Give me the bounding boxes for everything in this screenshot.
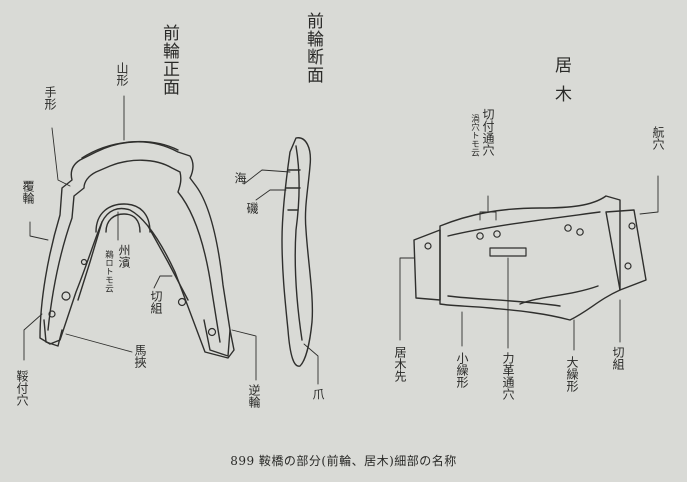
seat-bar-drawing bbox=[413, 195, 647, 321]
seat-bar-holes bbox=[424, 222, 636, 270]
label-ookurigata: 大繰形 bbox=[565, 356, 579, 392]
label-tegata: 手形 bbox=[43, 86, 57, 110]
front-pommel-face-drawing bbox=[39, 140, 235, 359]
label-fukurin: 覆輪 bbox=[21, 180, 35, 204]
label-shuhama-note: 鵜ロトモ云 bbox=[103, 250, 114, 293]
label-kirikumi-front: 切組 bbox=[149, 290, 163, 314]
label-kokurigata: 小繰形 bbox=[455, 352, 469, 388]
leader-lines bbox=[23, 95, 659, 385]
label-iso: 磯 bbox=[245, 202, 259, 214]
title-front-pommel-face: 前輪正面 bbox=[159, 24, 179, 96]
label-shuhama: 州濱 bbox=[117, 244, 131, 268]
label-sakawa: 逆輪 bbox=[247, 384, 261, 408]
label-tsume: 爪 bbox=[311, 388, 325, 400]
label-kirikumi-seat: 切組 bbox=[611, 346, 625, 370]
label-shitokozuke-hole: 鞖付穴 bbox=[15, 370, 29, 406]
front-pommel-holes bbox=[48, 258, 217, 337]
label-chikaragawa-hole: 力革通穴 bbox=[501, 352, 515, 400]
title-front-pommel-section: 前輪断面 bbox=[303, 12, 323, 84]
front-pommel-section-drawing bbox=[281, 137, 314, 367]
label-side-hole: 𦨞穴 bbox=[651, 126, 665, 150]
label-igisaki: 居木先 bbox=[393, 346, 407, 382]
label-kiritsuke-note: 渦穴トモ云 bbox=[469, 114, 480, 157]
label-yamagata: 山形 bbox=[115, 62, 129, 86]
label-umi: 海 bbox=[233, 172, 247, 184]
label-kiritsuke-through-hole: 切付通穴 bbox=[481, 108, 495, 156]
title-seat-bar: 居木 bbox=[551, 56, 571, 114]
figure-caption: 899 鞍橋の部分(前輪、居木)細部の名称 bbox=[230, 454, 457, 468]
label-umasukashi: 馬挾 bbox=[133, 344, 147, 368]
